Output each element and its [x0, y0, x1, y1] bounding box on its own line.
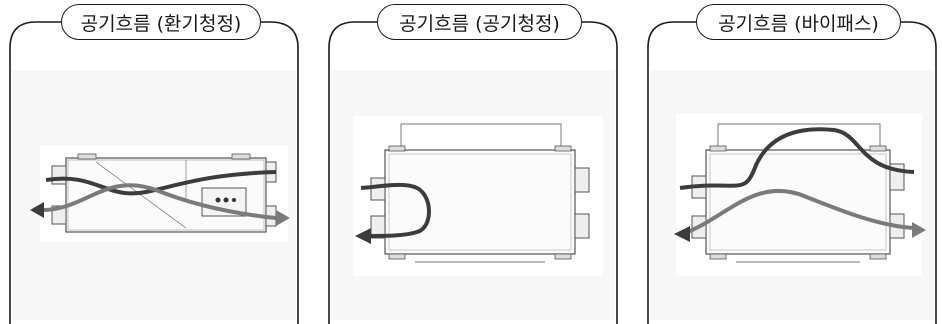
panel-title: 공기흐름 (공기청정) [377, 4, 582, 40]
unit-diagram-air-cleaning [353, 116, 603, 276]
panel-title: 공기흐름 (환기청정) [61, 4, 261, 40]
unit-diagram-bypass [674, 114, 926, 276]
panel-title: 공기흐름 (바이패스) [696, 4, 901, 40]
panel-air-cleaning: 공기흐름 (공기청정) [325, 0, 619, 324]
panel-bypass: 공기흐름 (바이패스) [644, 0, 938, 324]
panel-ventilation-cleaning: 공기흐름 (환기청정) [6, 0, 300, 324]
unit-diagram-ventilation [30, 146, 290, 242]
